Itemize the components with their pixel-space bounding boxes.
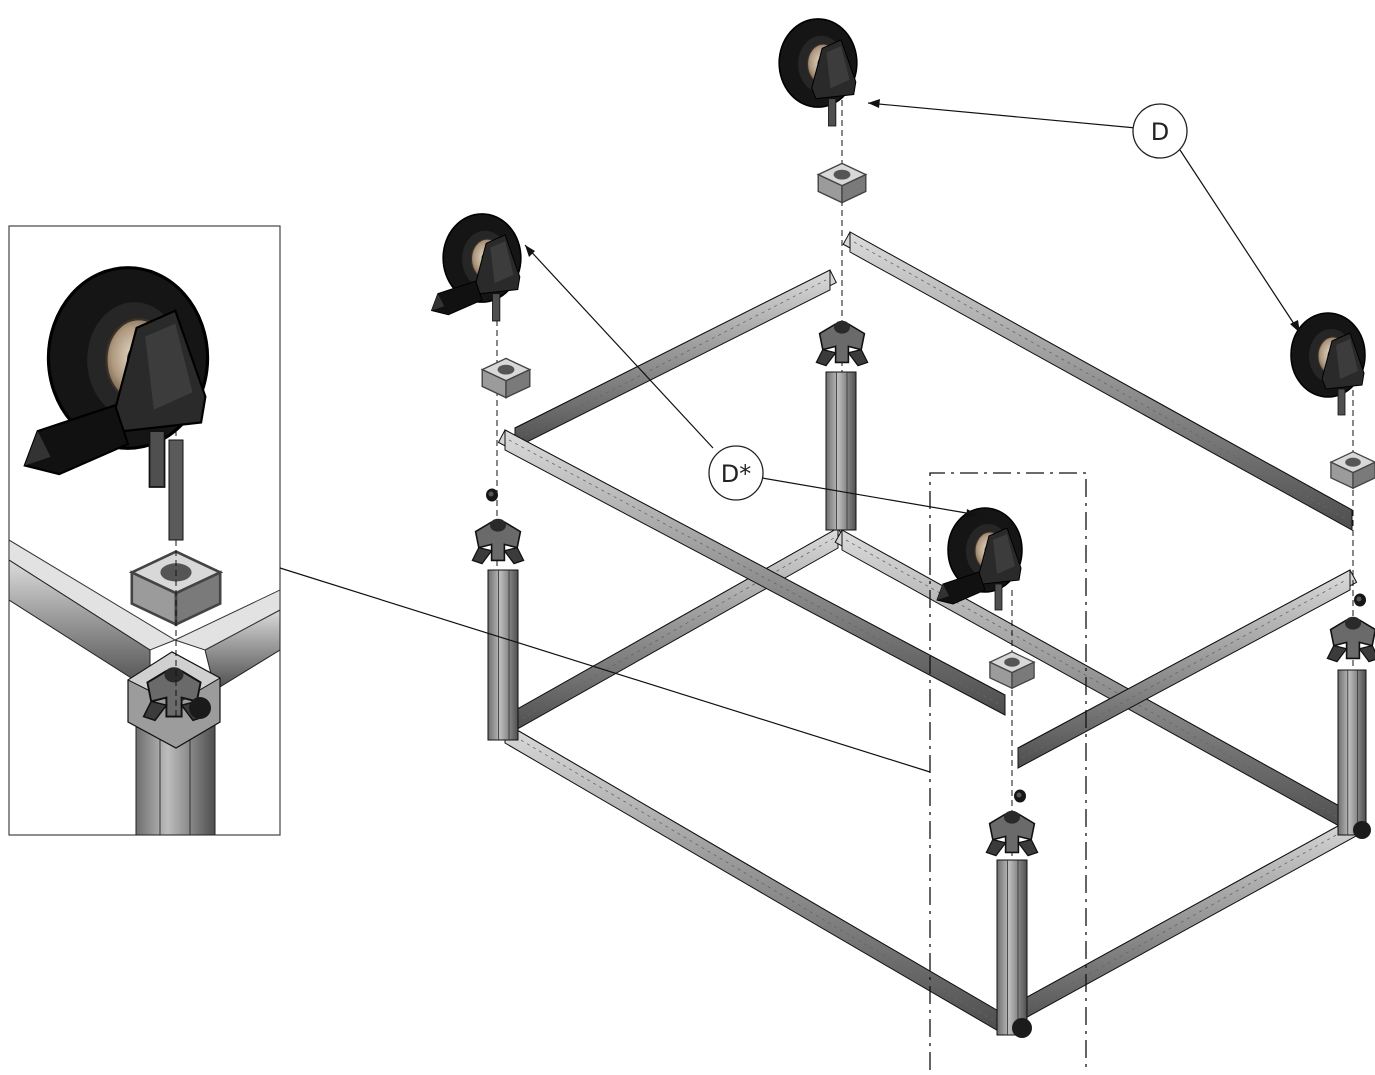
bottom-beam-front-left-side [504,722,1001,1033]
anchor-back [815,319,869,367]
plate-right [1330,451,1375,489]
corner-bolt-front [1012,1018,1032,1038]
plate-back [817,162,867,204]
rail-upper-back-side [514,269,831,449]
caster-braked-left [432,214,521,321]
rail-upper-front-side [504,429,1006,716]
frame-assembly [432,18,1375,1038]
post-left [487,569,519,741]
anchor-front [985,809,1039,857]
bottom-beam-front-left-groove [508,732,997,1023]
callout-d-star: D* [524,244,979,518]
rail-upper-right-side [849,231,1353,531]
post-right [1337,669,1367,836]
nut-right [1354,593,1366,607]
caster-braked-front [937,508,1022,610]
corner-bolt-right [1353,821,1371,839]
bottom-beam-back-left-groove [515,537,835,723]
caster-swivel-back [778,18,858,127]
anchor-left [471,517,525,565]
post-back [825,371,857,531]
callout-d-star-label: D* [721,460,751,488]
callout-d: D [867,99,1301,334]
bottom-beam-front-right-side [999,814,1359,1033]
rail-upper-front-groove [508,439,1002,706]
rail-upper-back-groove [518,279,827,439]
plate-front [989,651,1035,689]
bottom-beam-back-right-groove [845,539,1347,823]
detail-leader-line [279,567,931,773]
anchor-right [1326,615,1375,663]
detail-boundary [929,472,1087,1070]
callout-d-label: D [1151,118,1169,146]
nut-left [486,488,498,502]
plate-left [481,357,531,399]
post-front [996,859,1028,1036]
caster-swivel-right [1290,312,1366,416]
detail-view [8,225,281,836]
rail-upper-cross-groove [1021,579,1347,759]
nut-front [1014,789,1026,803]
